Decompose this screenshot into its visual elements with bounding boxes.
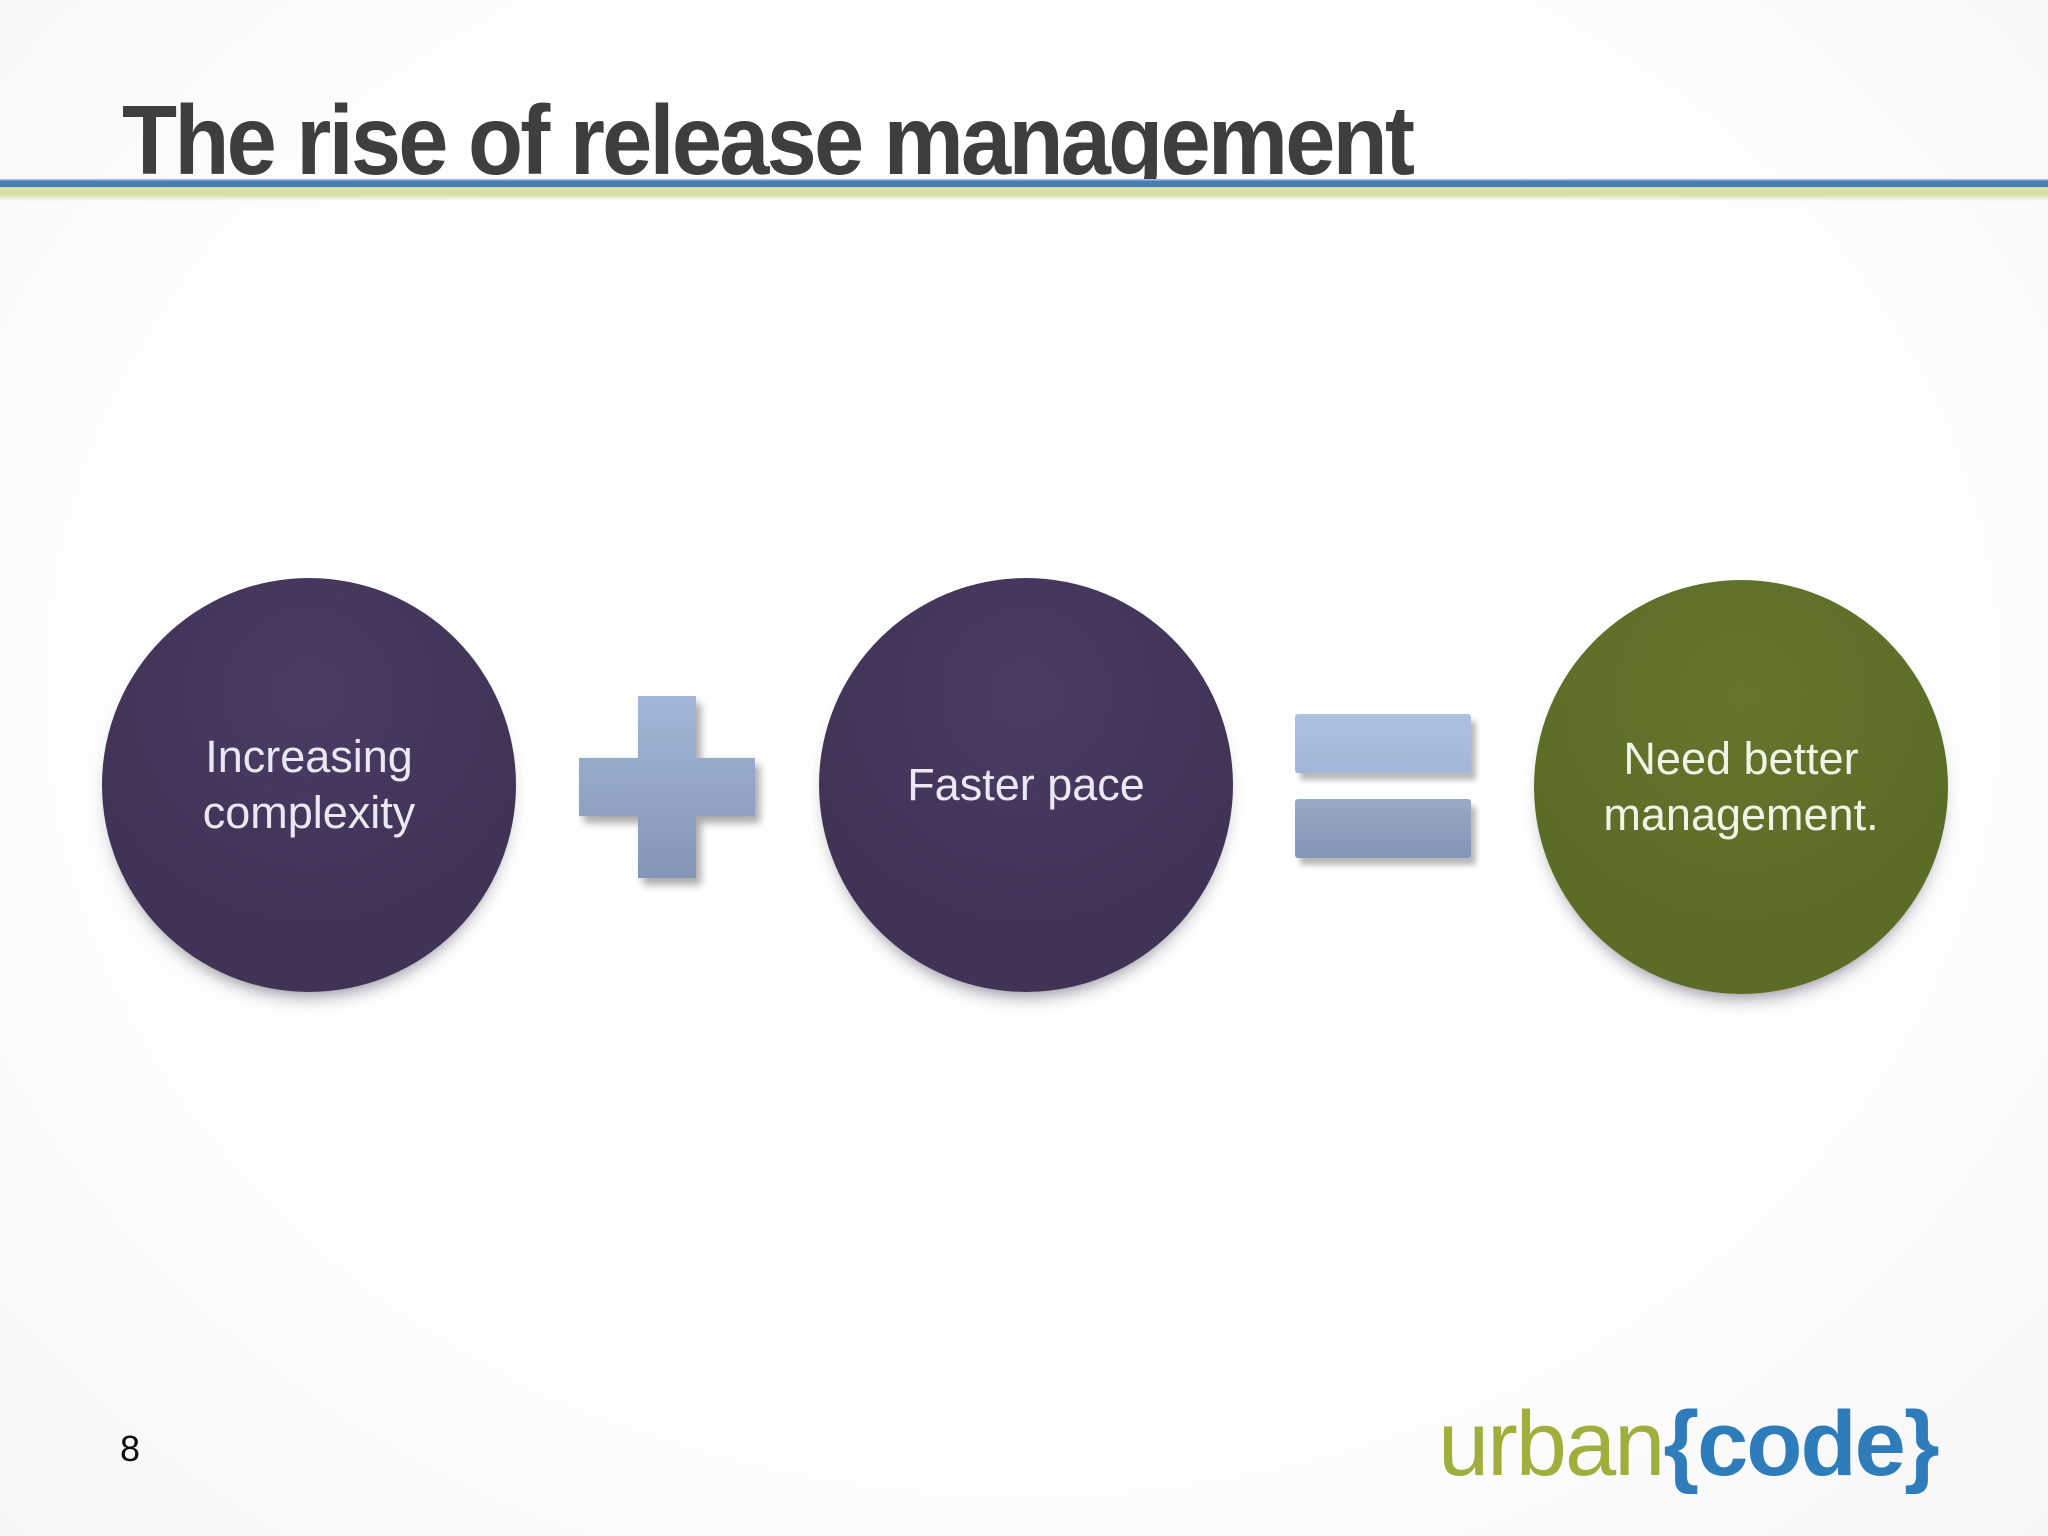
circle-text-line: Need better — [1623, 733, 1859, 784]
circle-text-line: complexity — [202, 787, 416, 838]
circle-text-line: Increasing — [205, 731, 413, 782]
equals-icon-bottom-bar — [1295, 799, 1471, 858]
logo-open-brace: { — [1663, 1393, 1699, 1495]
circle-text-line: Faster pace — [907, 759, 1145, 810]
divider-green-line — [0, 187, 2048, 201]
page-number: 8 — [120, 1428, 141, 1469]
equals-icon-top-bar — [1295, 714, 1471, 773]
slide-title: The rise of release management — [122, 84, 1415, 195]
title-divider — [0, 179, 2048, 201]
plus-icon-shape — [579, 696, 755, 878]
logo-code-text: code — [1697, 1393, 1906, 1495]
logo-urban-text: urban — [1438, 1393, 1665, 1495]
circle-need-better-management: Need better management. — [1534, 580, 1948, 994]
logo-close-brace: } — [1903, 1393, 1940, 1495]
urbancode-logo: urban{code} — [1438, 1392, 1940, 1497]
circle-faster-pace: Faster pace — [819, 578, 1233, 992]
circle-increasing-complexity: Increasing complexity — [102, 578, 516, 992]
divider-blue-line — [0, 179, 2048, 187]
plus-icon — [579, 696, 755, 878]
circle-text-line: management. — [1603, 789, 1879, 840]
